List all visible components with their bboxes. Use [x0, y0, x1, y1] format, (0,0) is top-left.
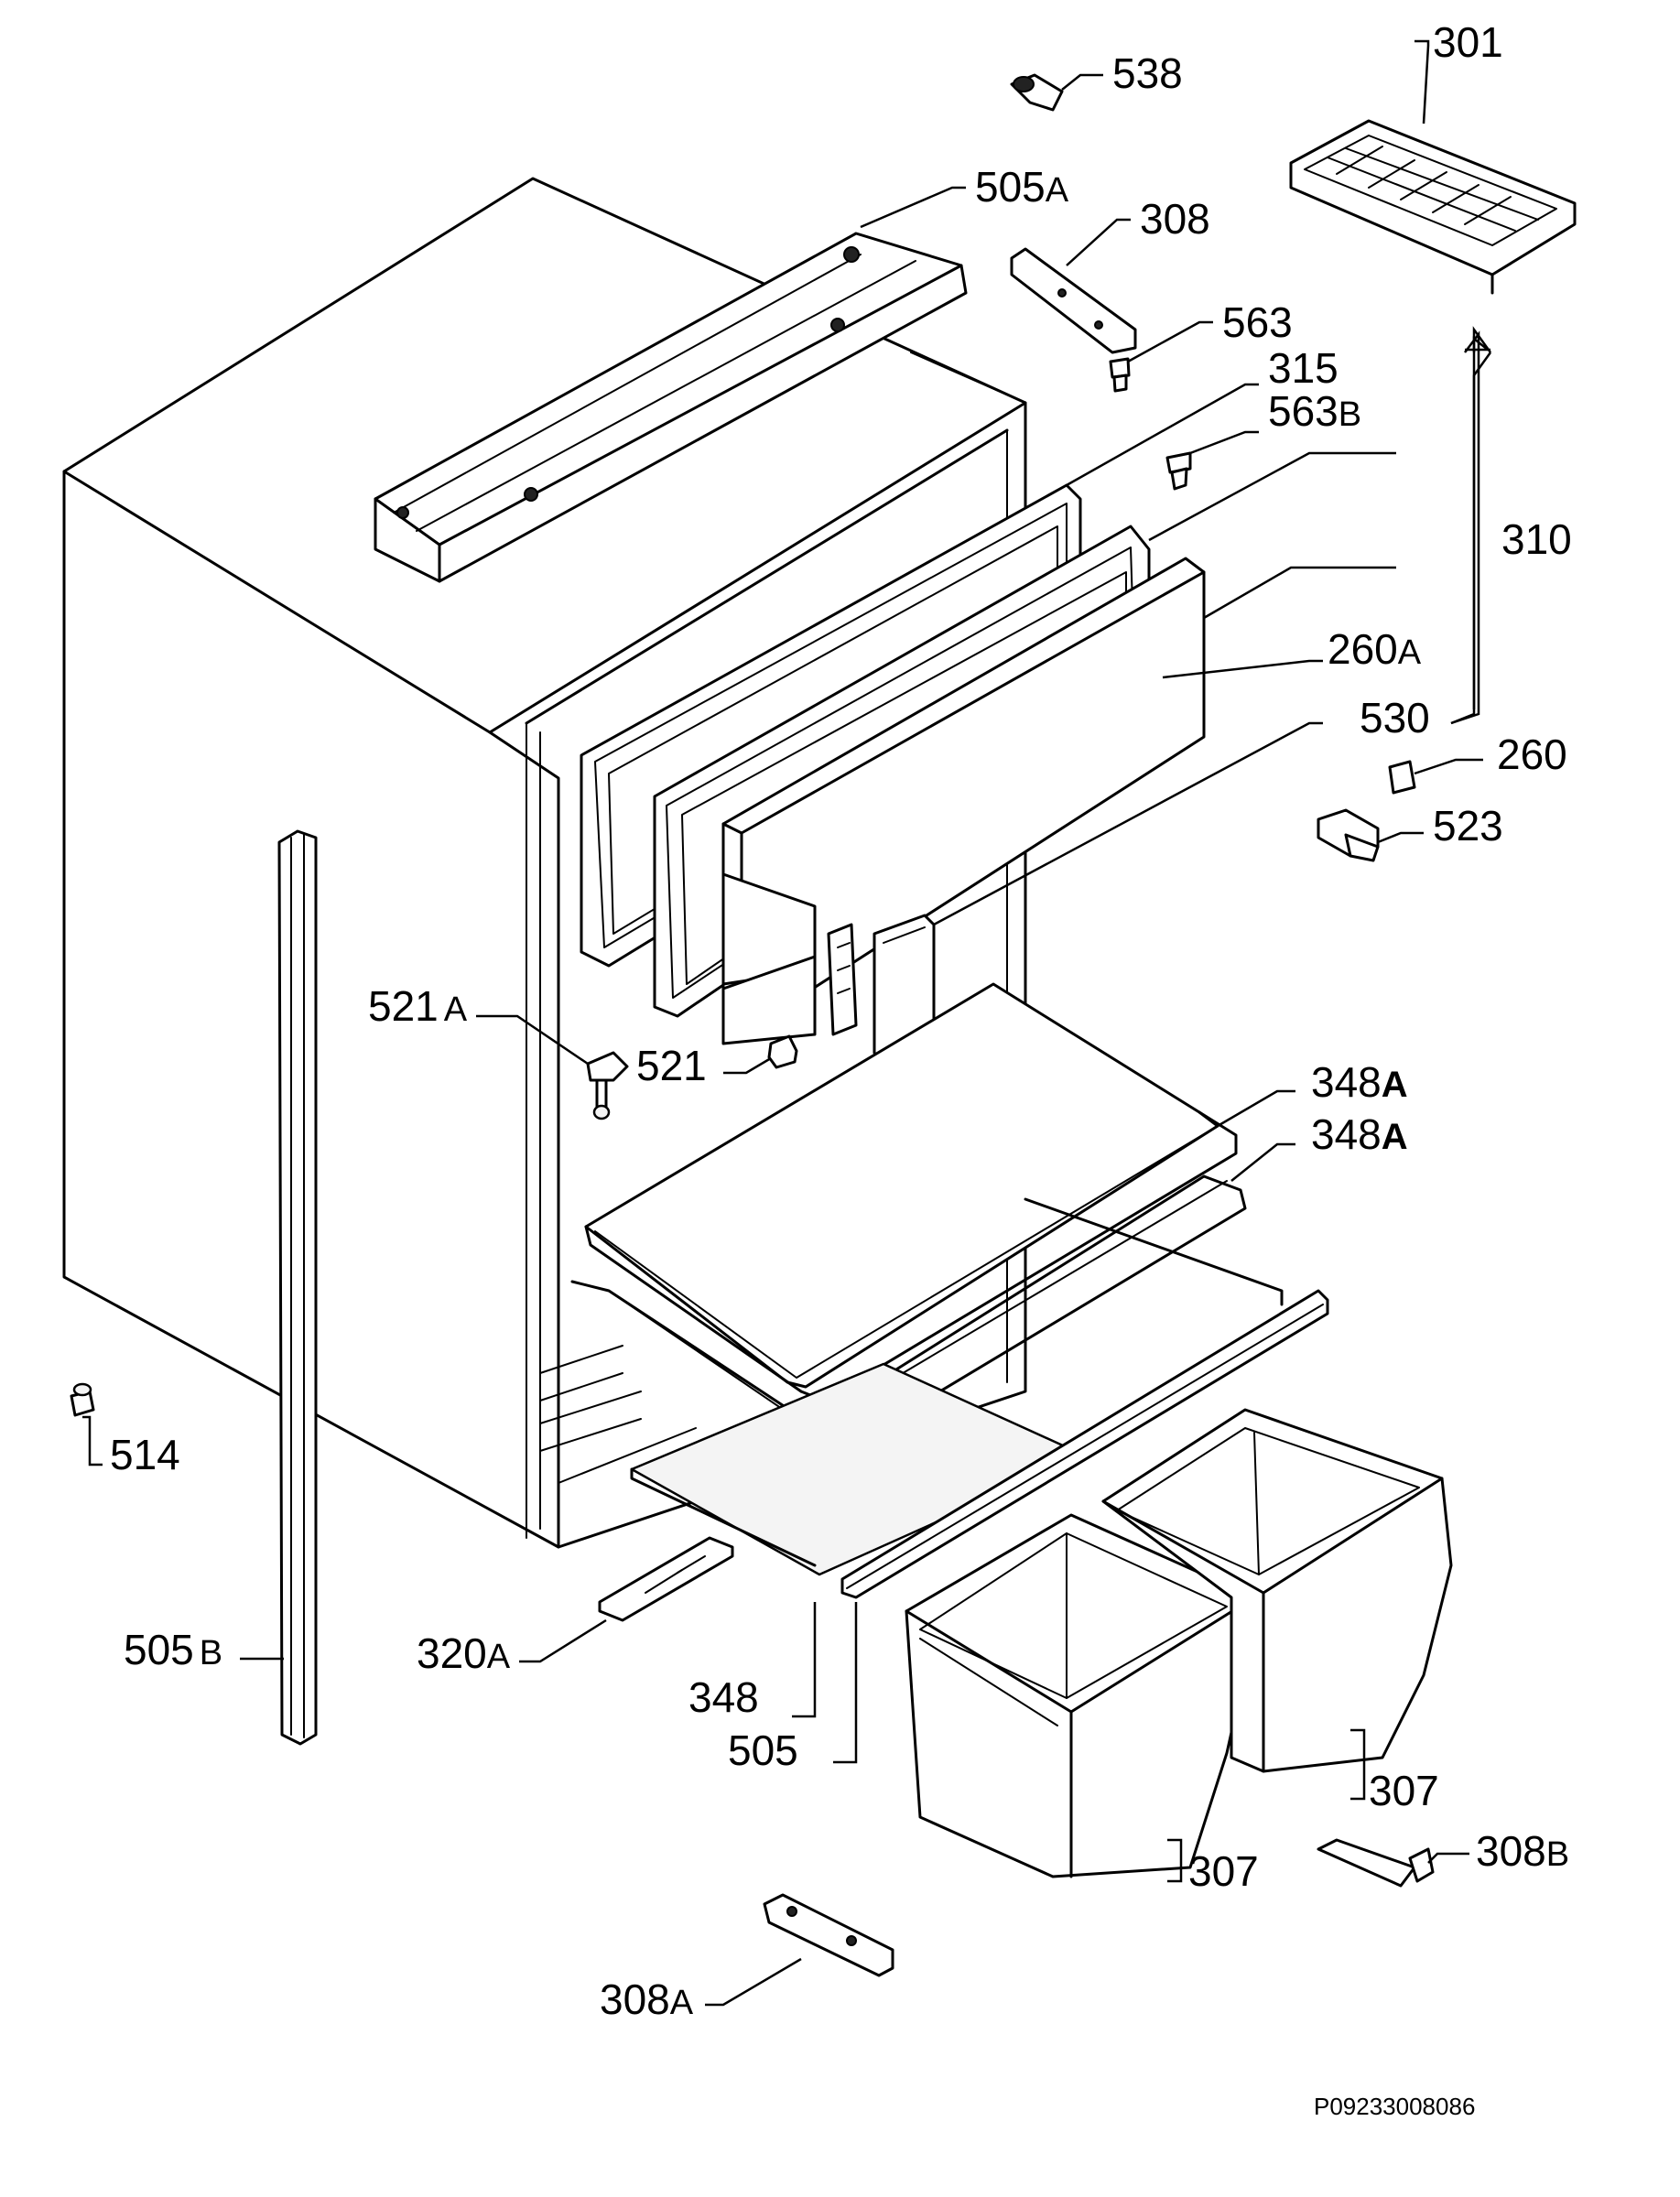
label-521: 521 [636, 1042, 707, 1089]
crisper-bin-right [1101, 1408, 1453, 1773]
top-trim-rail [374, 232, 968, 583]
hinge-plate-308a [763, 1893, 894, 1977]
label-307-left: 307 [1188, 1847, 1259, 1895]
plug-523 [1317, 808, 1380, 862]
label-315: 315 [1268, 344, 1339, 392]
hinge-plate-308 [1010, 247, 1137, 354]
label-563b: 563B [1268, 387, 1361, 435]
label-523: 523 [1433, 802, 1503, 850]
hinge-pin-563b [1165, 451, 1192, 491]
part-labels: 538 301 505A 308 563 315 563B 310 260A 5… [110, 18, 1572, 2023]
label-320a: 320A [417, 1629, 511, 1677]
label-348: 348 [688, 1673, 759, 1721]
label-308b: 308B [1476, 1827, 1569, 1875]
label-514: 514 [110, 1431, 180, 1478]
label-348a-lower: 348A [1311, 1110, 1408, 1158]
freezer-door-front [721, 557, 1206, 1045]
label-563: 563 [1222, 298, 1293, 346]
label-348a-upper: 348A [1311, 1058, 1408, 1106]
label-505: 505 [728, 1726, 798, 1774]
shelf-support-320a [598, 1536, 734, 1622]
hinge-pin-563 [1109, 357, 1131, 393]
label-307-right: 307 [1369, 1767, 1439, 1814]
screw-514 [70, 1382, 95, 1417]
clip-260 [1388, 760, 1416, 795]
hinge-plate-308b [1317, 1838, 1435, 1888]
label-310: 310 [1501, 515, 1572, 563]
leader-lines [82, 39, 1492, 2007]
ice-cube-tray [1289, 119, 1577, 295]
label-260: 260 [1497, 731, 1567, 778]
label-538: 538 [1112, 49, 1183, 97]
label-530: 530 [1360, 694, 1430, 741]
label-308: 308 [1140, 195, 1210, 243]
front-bar-505 [840, 1289, 1329, 1599]
latch-521 [767, 1034, 798, 1069]
side-trim-505b [277, 829, 318, 1746]
crisper-bin-left [905, 1513, 1256, 1878]
label-260a: 260A [1328, 625, 1422, 673]
drawing-code: P09233008086 [1314, 2093, 1475, 2120]
top-hinge-538 [1010, 73, 1064, 112]
door-handle [827, 914, 936, 1064]
label-308a: 308A [600, 1975, 694, 2023]
latch-521a [586, 1051, 629, 1120]
cabinet-body [62, 177, 1027, 1549]
label-301: 301 [1433, 18, 1503, 66]
label-505a: 505A [975, 163, 1069, 211]
